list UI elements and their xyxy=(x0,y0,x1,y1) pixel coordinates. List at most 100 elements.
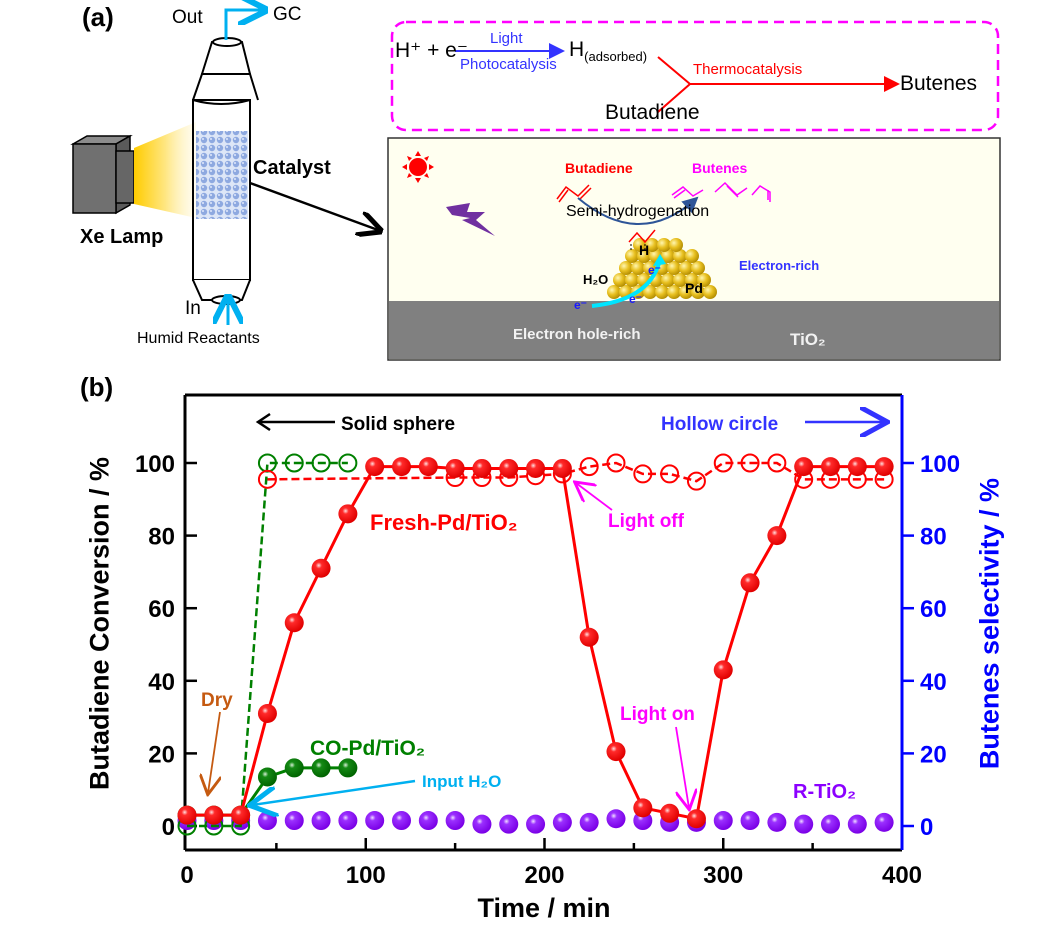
tio2-support xyxy=(389,301,999,359)
pd-atom xyxy=(625,249,639,263)
data-point-solid xyxy=(284,613,304,633)
dry-arrow xyxy=(208,711,220,793)
y-tick-label: 20 xyxy=(148,741,175,768)
light-beam xyxy=(134,122,196,218)
data-point-solid xyxy=(392,811,411,831)
data-point-solid xyxy=(445,811,465,831)
data-point-solid xyxy=(713,811,733,831)
out-label: Out xyxy=(172,7,203,28)
data-point-hollow xyxy=(740,453,760,473)
mech-support-label: TiO₂ xyxy=(790,330,826,349)
data-point-solid xyxy=(338,811,358,831)
data-point-solid xyxy=(847,457,867,477)
mech-h-label: H xyxy=(639,242,650,258)
data-point-solid xyxy=(821,814,840,834)
panel-b-label: (b) xyxy=(80,372,114,402)
y-tick-label: 100 xyxy=(135,451,175,478)
co-label: CO-Pd/TiO₂ xyxy=(310,737,425,760)
scheme-photocatalysis-label: Photocatalysis xyxy=(460,56,557,73)
data-point-hollow xyxy=(311,453,331,473)
data-point-solid xyxy=(338,758,358,778)
data-point-solid xyxy=(874,457,894,477)
y2-tick-label: 60 xyxy=(920,596,947,623)
lightning-icon xyxy=(446,203,495,236)
pd-atom xyxy=(657,238,671,252)
scheme-h-adsorbed: H(adsorbed) xyxy=(569,38,647,64)
mech-semi-hydrogenation-label: Semi-hydrogenation xyxy=(566,203,710,220)
data-point-solid xyxy=(499,814,519,834)
pd-atom xyxy=(679,261,693,275)
pd-atom xyxy=(679,285,693,299)
y-tick-label: 40 xyxy=(148,669,175,696)
pd-atom xyxy=(619,261,633,275)
data-point-solid xyxy=(257,767,277,787)
data-point-solid xyxy=(740,811,760,831)
solid-sphere-arrowhead xyxy=(255,412,271,432)
pd-atom xyxy=(673,249,687,263)
light-off-label: Light off xyxy=(608,511,685,532)
data-point-solid xyxy=(579,812,599,832)
scheme-light-label: Light xyxy=(490,30,523,47)
gc-label: GC xyxy=(273,4,302,25)
pd-atom xyxy=(685,273,699,287)
data-point-solid xyxy=(821,457,840,477)
catalyst-pointer-arrow xyxy=(249,181,378,230)
data-point-solid xyxy=(794,814,814,834)
input-h2o-arrow xyxy=(252,779,416,805)
data-point-solid xyxy=(257,703,277,723)
data-point-solid xyxy=(257,811,277,831)
data-point-solid xyxy=(445,458,465,478)
series-line-1 xyxy=(267,461,885,483)
y2-tick-label: 20 xyxy=(920,741,947,768)
data-point-solid xyxy=(767,812,787,832)
data-point-solid xyxy=(365,811,385,831)
mech-h2o-label: H₂O xyxy=(583,272,609,287)
out-arrow xyxy=(224,10,262,40)
data-point-solid xyxy=(311,811,331,831)
pd-atom xyxy=(637,249,651,263)
pd-atom xyxy=(655,285,669,299)
pd-atom xyxy=(669,238,683,252)
pd-atom xyxy=(685,249,699,263)
data-point-solid xyxy=(686,809,706,829)
pd-atom xyxy=(691,285,705,299)
mech-hole-rich-label: Electron hole-rich xyxy=(513,326,641,343)
scheme-reactant: H⁺ + e⁻ xyxy=(395,39,468,62)
mech-butenes-label: Butenes xyxy=(692,160,748,176)
pd-atom xyxy=(633,238,647,252)
pd-atom xyxy=(631,261,645,275)
pd-nanoparticle xyxy=(607,238,717,299)
x-tick-label: 0 xyxy=(180,862,193,889)
pd-atom xyxy=(607,285,621,299)
y-tick-label: 80 xyxy=(148,524,175,551)
butenes-molecules xyxy=(671,181,771,202)
sun-icon xyxy=(402,151,434,183)
data-point-solid xyxy=(874,812,894,832)
mech-butadiene-label: Butadiene xyxy=(565,160,633,176)
feed-label: Humid Reactants xyxy=(137,330,260,347)
data-point-solid xyxy=(713,660,733,680)
butadiene-molecule xyxy=(556,184,590,200)
pd-atom xyxy=(661,273,675,287)
pd-atom xyxy=(661,249,675,263)
pd-atom xyxy=(613,273,627,287)
data-point-solid xyxy=(660,803,680,823)
data-point-solid xyxy=(338,504,358,524)
x-axis-title: Time / min xyxy=(477,893,611,923)
data-point-solid xyxy=(740,573,760,593)
data-point-solid xyxy=(552,458,572,478)
pd-atom xyxy=(697,273,711,287)
data-point-solid xyxy=(177,805,197,825)
data-point-solid xyxy=(472,458,492,478)
pd-atom xyxy=(667,285,681,299)
mech-pd-label: Pd xyxy=(685,280,703,296)
data-point-solid xyxy=(418,811,438,831)
x-tick-label: 200 xyxy=(524,862,564,889)
data-point-solid xyxy=(767,526,787,546)
data-point-hollow xyxy=(257,469,277,489)
data-point-solid xyxy=(231,805,251,825)
scheme-product: Butenes xyxy=(900,72,978,95)
data-point-solid xyxy=(392,457,411,477)
in-label: In xyxy=(185,298,201,319)
data-point-solid xyxy=(606,742,626,762)
